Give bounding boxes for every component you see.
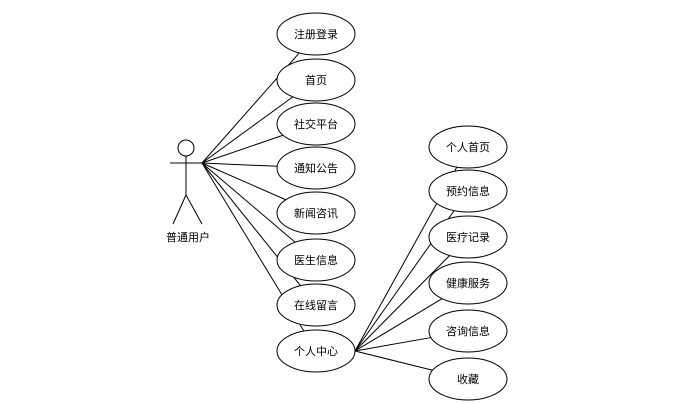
use-case-news: 新闻咨讯	[276, 191, 356, 235]
use-case-ellipse	[276, 146, 356, 190]
use-case-label: 医疗记录	[446, 230, 490, 244]
use-case-ellipse	[428, 169, 508, 213]
use-case-online-message: 在线留言	[276, 283, 356, 327]
association-line-home	[201, 96, 294, 164]
use-case-favorites: 收藏	[428, 357, 508, 401]
association-line-news	[201, 162, 286, 201]
use-case-ellipse	[276, 102, 356, 146]
actor-head	[177, 139, 195, 157]
use-case-appointment-info: 预约信息	[428, 169, 508, 213]
use-case-ellipse	[276, 238, 356, 282]
use-case-ellipse	[428, 309, 508, 353]
use-case-ellipse	[276, 58, 356, 102]
use-case-register-login: 注册登录	[276, 12, 356, 56]
use-case-label: 个人中心	[294, 345, 338, 358]
use-case-home: 首页	[276, 58, 356, 102]
use-case-label: 新闻咨讯	[294, 206, 338, 220]
use-case-personal-center: 个人中心	[276, 329, 356, 373]
use-case-ellipse	[428, 357, 508, 401]
actor-right-leg	[185, 194, 203, 225]
use-case-doctor-info: 医生信息	[276, 238, 356, 282]
use-case-ellipse	[428, 125, 508, 169]
use-case-label: 医生信息	[294, 253, 338, 267]
use-case-label: 健康服务	[446, 276, 490, 290]
use-case-social-platform: 社交平台	[276, 102, 356, 146]
use-case-label: 社交平台	[294, 117, 338, 131]
use-case-label: 个人首页	[446, 140, 490, 154]
association-line-favorites	[354, 350, 433, 371]
use-case-consult-info: 咨询信息	[428, 309, 508, 353]
actor-left-leg	[172, 194, 187, 225]
association-line-social-platform	[201, 134, 284, 164]
use-case-label: 在线留言	[294, 298, 338, 312]
use-case-medical-records: 医疗记录	[428, 215, 508, 259]
use-case-ellipse	[428, 261, 508, 305]
use-case-label: 通知公告	[294, 161, 338, 175]
use-case-ellipse	[276, 329, 356, 373]
use-case-label: 收藏	[457, 372, 479, 386]
association-line-health-service	[354, 298, 443, 352]
use-case-health-service: 健康服务	[428, 261, 508, 305]
association-line-consult-info	[354, 337, 432, 352]
use-case-personal-home: 个人首页	[428, 125, 508, 169]
association-line-medical-records	[354, 255, 450, 352]
use-case-notice: 通知公告	[276, 146, 356, 190]
use-case-ellipse	[276, 12, 356, 56]
use-case-ellipse	[276, 283, 356, 327]
use-case-ellipse	[428, 215, 508, 259]
association-line-doctor-info	[201, 162, 296, 243]
use-case-ellipse	[276, 191, 356, 235]
actor-user	[170, 139, 203, 225]
association-line-notice	[201, 162, 278, 167]
actor-label: 普通用户	[166, 230, 210, 244]
use-case-label: 预约信息	[446, 184, 490, 198]
use-case-label: 首页	[305, 73, 327, 87]
use-case-label: 咨询信息	[446, 324, 490, 338]
use-case-label: 注册登录	[294, 27, 338, 41]
